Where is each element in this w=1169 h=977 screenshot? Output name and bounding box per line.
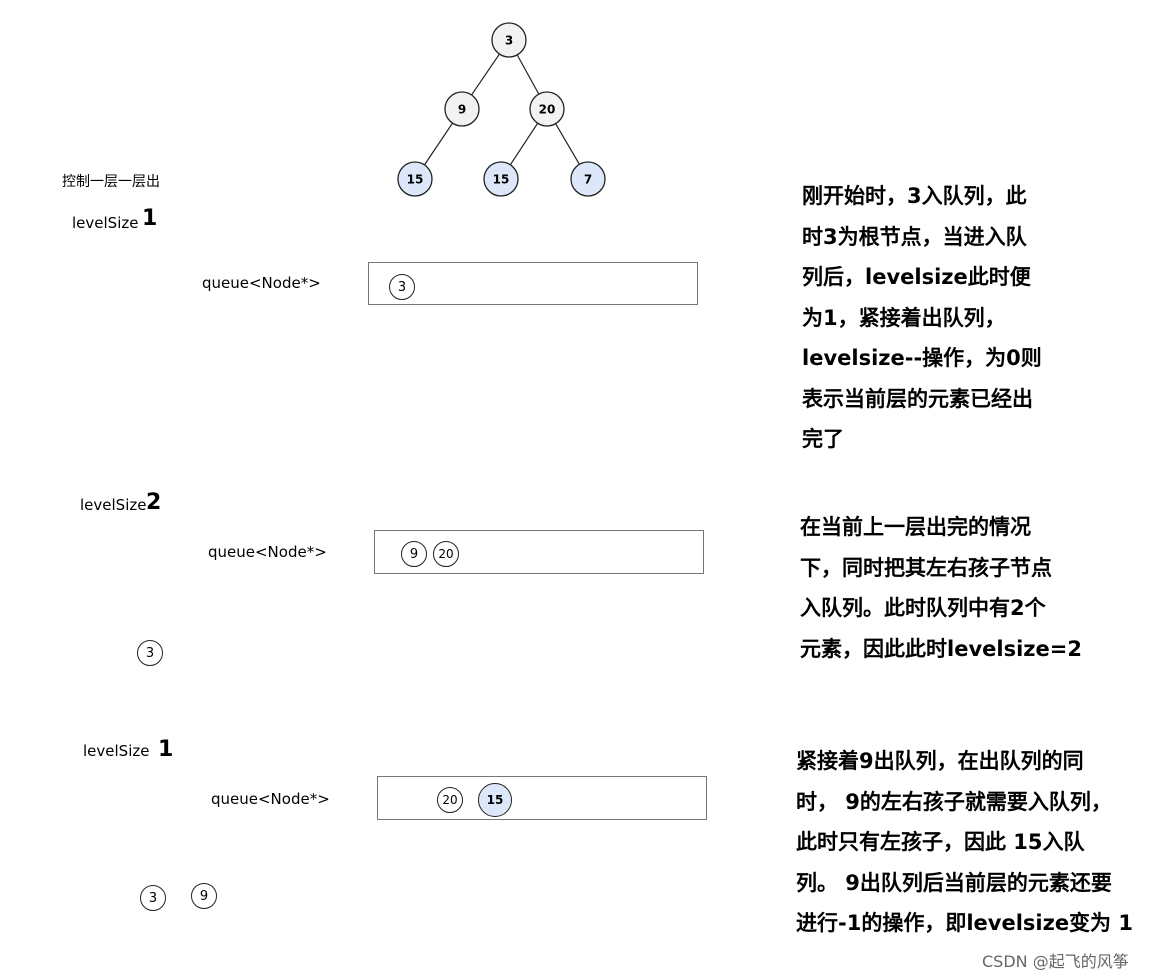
control-level-caption: 控制一层一层出 xyxy=(62,174,160,190)
step1-desc-line: 列后，levelsize此时便 xyxy=(802,265,1031,289)
step3-description: 紧接着9出队列，在出队列的同 时， 9的左右孩子就需要入队列， 此时只有左孩子，… xyxy=(796,741,1133,944)
queue-item-20: 20 xyxy=(433,541,459,567)
step1-desc-line: 表示当前层的元素已经出 xyxy=(802,386,1033,411)
step3-desc-line: 此时只有左孩子，因此 15入队 xyxy=(796,830,1085,854)
queue-label-2: queue<Node*> xyxy=(208,543,327,561)
step2-desc-line: 下，同时把其左右孩子节点 xyxy=(800,555,1052,580)
step2-description: 在当前上一层出完的情况 下，同时把其左右孩子节点 入队列。此时队列中有2个 元素… xyxy=(800,507,1082,669)
queue-box-2: 9 20 xyxy=(374,530,704,574)
step1-desc-line: 为1，紧接着出队列， xyxy=(802,305,1006,330)
step2-desc-line: 元素，因此此时levelsize=2 xyxy=(800,636,1082,661)
tree-edge xyxy=(471,53,500,96)
step1-desc-line: 时3为根节点，当进入队 xyxy=(802,224,1027,249)
popped-item-3: 3 xyxy=(137,640,163,666)
tree-node-label: 20 xyxy=(539,103,556,117)
tree-node-label: 9 xyxy=(458,103,466,117)
step3-desc-line: 进行-1的操作，即levelsize变为 1 xyxy=(796,911,1133,935)
step3-desc-line: 紧接着9出队列，在出队列的同 xyxy=(796,749,1084,773)
queue-item-9: 9 xyxy=(401,541,427,567)
levelsize-value-1: 1 xyxy=(142,206,158,231)
tree-node-15: 15 xyxy=(483,161,519,197)
queue-box-3: 20 15 xyxy=(377,776,707,820)
levelsize-label-1: levelSize xyxy=(72,214,139,232)
tree-node-3: 3 xyxy=(491,22,527,58)
step1-desc-line: 完了 xyxy=(802,427,844,451)
tree-node-9: 9 xyxy=(444,91,480,127)
step2-desc-line: 入队列。此时队列中有2个 xyxy=(800,596,1046,620)
step3-desc-line: 时， 9的左右孩子就需要入队列， xyxy=(796,789,1112,814)
step1-desc-line: 刚开始时，3入队列，此 xyxy=(802,184,1027,208)
tree-node-15: 15 xyxy=(397,161,433,197)
tree-edge xyxy=(509,122,539,166)
tree-node-7: 7 xyxy=(570,161,606,197)
popped-item-3: 3 xyxy=(140,885,166,911)
levelsize-value-3: 1 xyxy=(158,737,174,762)
tree-edge xyxy=(555,123,580,165)
step1-description: 刚开始时，3入队列，此 时3为根节点，当进入队 列后，levelsize此时便 … xyxy=(802,176,1042,460)
tree-edge xyxy=(423,122,454,166)
queue-item-20: 20 xyxy=(437,787,463,813)
levelsize-label-2: levelSize xyxy=(80,496,147,514)
popped-item-9: 9 xyxy=(191,883,217,909)
step1-desc-line: levelsize--操作，为0则 xyxy=(802,346,1042,370)
step3-desc-line: 列。 9出队列后当前层的元素还要 xyxy=(796,870,1112,895)
step2-desc-line: 在当前上一层出完的情况 xyxy=(800,515,1031,539)
tree-edge xyxy=(516,54,540,95)
levelsize-label-3: levelSize xyxy=(83,742,150,760)
tree-node-label: 7 xyxy=(584,173,592,187)
queue-label-1: queue<Node*> xyxy=(202,274,321,292)
tree-node-label: 15 xyxy=(493,173,510,187)
queue-label-3: queue<Node*> xyxy=(211,790,330,808)
tree-node-label: 15 xyxy=(407,173,424,187)
csdn-watermark: CSDN @起飞的风筝 xyxy=(982,952,1129,971)
queue-item-15: 15 xyxy=(478,783,512,817)
tree-node-20: 20 xyxy=(529,91,565,127)
tree-node-label: 3 xyxy=(505,34,513,48)
queue-box-1: 3 xyxy=(368,262,698,305)
queue-item-3: 3 xyxy=(389,274,415,300)
binary-tree-diagram: 3 9 20 15 15 7 xyxy=(397,22,606,197)
levelsize-value-2: 2 xyxy=(146,490,162,515)
